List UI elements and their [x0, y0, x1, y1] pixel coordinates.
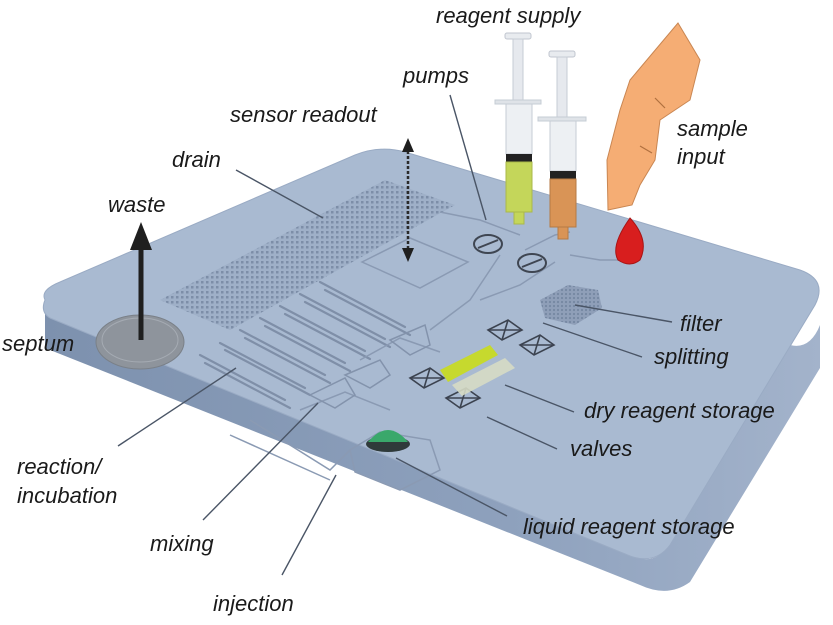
label-pumps: pumps — [403, 63, 470, 88]
valve — [518, 334, 556, 356]
label-sensor-readout: sensor readout — [230, 102, 377, 127]
valves — [408, 319, 556, 409]
sensor-readout-arrow — [402, 138, 414, 262]
label-reaction-line1: reaction/ — [17, 454, 102, 479]
blood-drop — [615, 217, 644, 265]
sensor-readout-area — [360, 237, 470, 289]
septum-port — [95, 314, 185, 370]
dry-reagent-storage — [440, 345, 515, 396]
label-drain: drain — [172, 147, 221, 172]
finger — [606, 22, 701, 211]
leader-dry-reagent — [504, 384, 575, 413]
label-valves: valves — [570, 436, 633, 461]
label-waste: waste — [108, 192, 166, 217]
label-reaction-line2: incubation — [17, 483, 118, 508]
leader-liquid-reagent — [395, 457, 508, 517]
label-mixing: mixing — [150, 531, 214, 556]
liquid-reagent-dome — [366, 430, 410, 452]
leader-injection — [281, 474, 337, 576]
label-splitting: splitting — [654, 344, 729, 369]
label-filter: filter — [680, 311, 722, 336]
leader-pumps — [449, 94, 487, 221]
pump-2 — [517, 253, 547, 273]
reaction-incubation-channels — [198, 280, 412, 410]
label-sample-input-line1: sample — [677, 116, 748, 141]
valve — [486, 319, 524, 341]
pump-1 — [473, 234, 503, 254]
label-injection: injection — [213, 591, 294, 616]
waste-arrow — [130, 222, 152, 340]
leader-drain — [235, 169, 324, 219]
label-liquid-reagent-storage: liquid reagent storage — [523, 514, 735, 539]
syringe-orange — [537, 50, 587, 240]
label-septum: septum — [2, 331, 75, 356]
leader-filter — [574, 304, 673, 323]
valve — [408, 367, 446, 389]
leader-mixing — [202, 402, 319, 521]
label-dry-reagent-storage: dry reagent storage — [584, 398, 775, 423]
filter-area — [540, 285, 602, 325]
finger-creases — [639, 97, 666, 154]
label-reagent-supply: reagent supply — [436, 3, 581, 28]
leader-lines — [117, 94, 673, 576]
syringe-green — [494, 32, 542, 225]
leader-splitting — [542, 322, 643, 358]
drain-pillar-array — [160, 180, 455, 330]
mixing-structures — [308, 323, 431, 409]
leader-reaction — [117, 367, 237, 447]
label-sample-input-line2: input — [677, 144, 725, 169]
leader-valves — [486, 416, 558, 450]
